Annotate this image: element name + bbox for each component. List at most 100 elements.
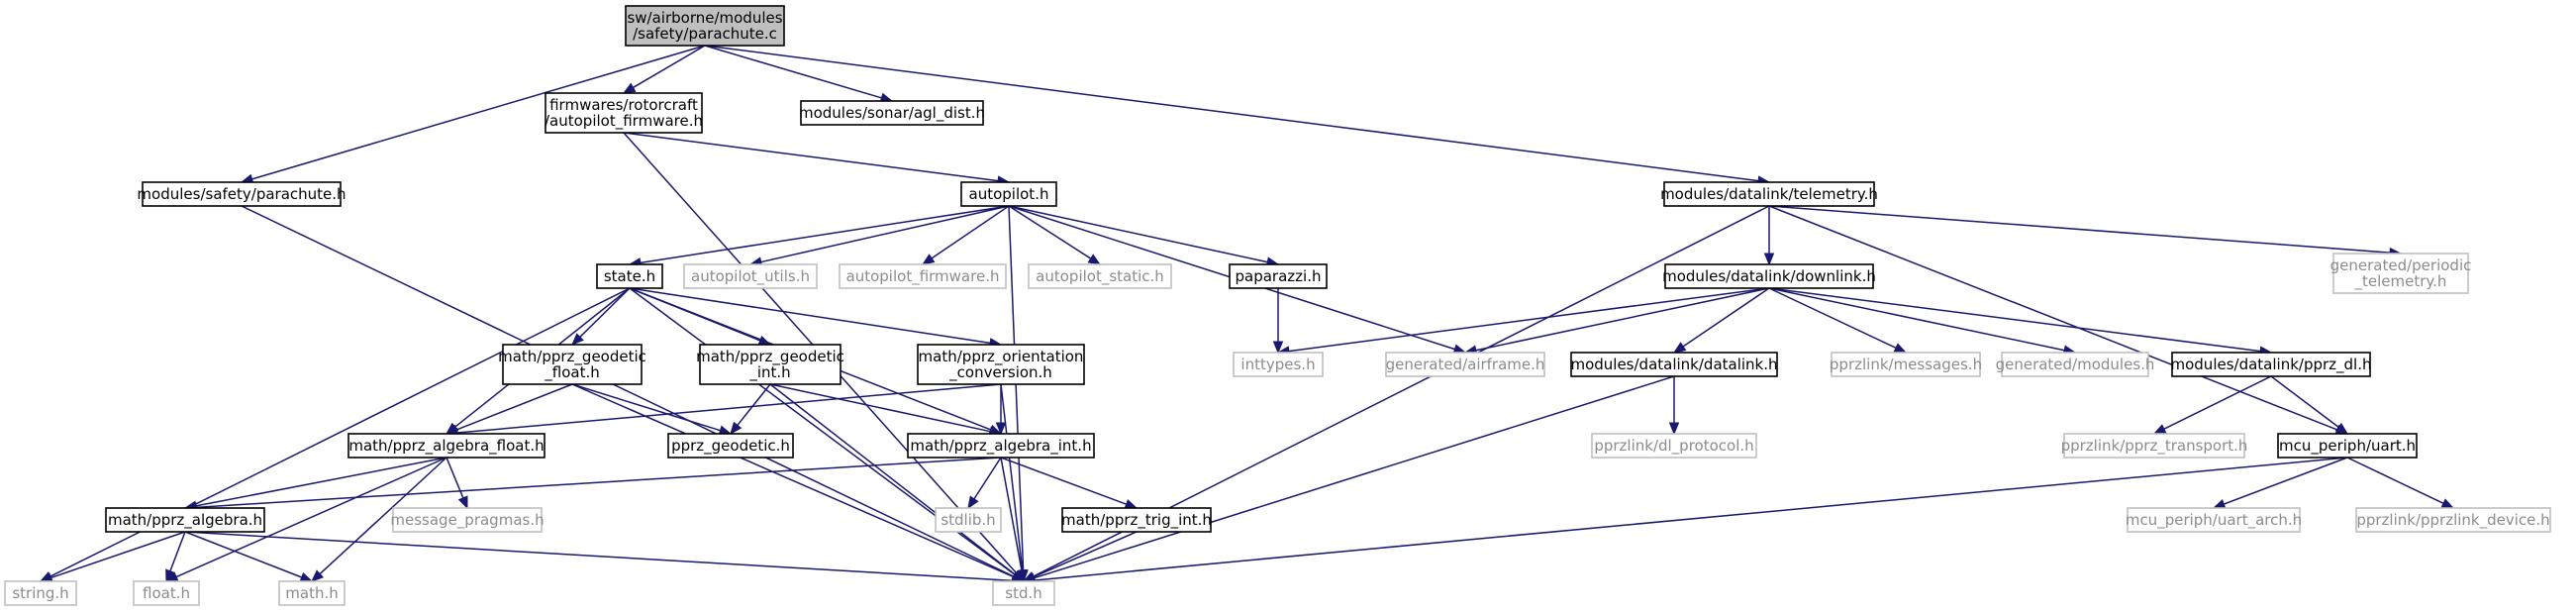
node-label-autopilot-firmware-h-line-1: /autopilot_firmware.h bbox=[545, 112, 703, 131]
node-label-messages-line-0: pprzlink/messages.h bbox=[1830, 356, 1982, 373]
node-agl-dist[interactable]: modules/sonar/agl_dist.h bbox=[799, 100, 985, 126]
node-state-h[interactable]: state.h bbox=[596, 263, 663, 289]
node-box-parachute-h bbox=[142, 181, 342, 207]
arrowhead-algebra-float-to-message-pragmas bbox=[457, 495, 468, 510]
edge-orientation-conv-to-algebra-float bbox=[456, 383, 1002, 434]
node-box-pprzlink-device bbox=[2355, 507, 2551, 533]
node-downlink-h[interactable]: modules/datalink/downlink.h bbox=[1662, 263, 1876, 289]
node-telemetry-h[interactable]: modules/datalink/telemetry.h bbox=[1660, 181, 1878, 207]
edge-geodetic-float-to-algebra-float bbox=[455, 383, 573, 431]
node-autopilot-h[interactable]: autopilot.h bbox=[960, 181, 1057, 207]
arrowhead-datalink-h-to-dl-protocol bbox=[1668, 422, 1680, 436]
node-box-autopilot-firmware-h bbox=[545, 92, 703, 134]
node-geodetic-int[interactable]: math/pprz_geodetic_int.h bbox=[696, 344, 844, 385]
node-datalink-h[interactable]: modules/datalink/datalink.h bbox=[1570, 352, 1778, 377]
arrowhead-pprz-dl-to-pprz-transport bbox=[2152, 424, 2167, 435]
edge-algebra-int-to-std-h bbox=[1000, 457, 1023, 571]
node-orientation-conv[interactable]: math/pprz_orientation_conversion.h bbox=[917, 344, 1085, 385]
edge-state-h-to-std-h bbox=[629, 287, 1016, 576]
node-box-geodetic-int bbox=[699, 344, 842, 385]
node-label-autopilot-static-line-0: autopilot_static.h bbox=[1036, 267, 1164, 286]
edge-algebra-float-to-message-pragmas bbox=[446, 457, 464, 499]
node-root[interactable]: sw/airborne/modules/safety/parachute.c bbox=[625, 5, 785, 47]
node-trig-int[interactable]: math/pprz_trig_int.h bbox=[1061, 507, 1212, 533]
arrowhead-pprz-algebra-to-math-h bbox=[299, 571, 314, 582]
edge-trig-int-to-std-h bbox=[1033, 531, 1138, 578]
node-box-geodetic-float bbox=[502, 344, 643, 385]
node-box-dl-protocol bbox=[1591, 433, 1757, 459]
node-box-inttypes bbox=[1233, 352, 1324, 377]
node-box-string-h bbox=[4, 580, 77, 606]
node-label-autopilot-firmware-g-line-0: autopilot_firmware.h bbox=[846, 267, 1000, 286]
node-box-uart-arch bbox=[2127, 507, 2301, 533]
arrowhead-paparazzi-h-to-inttypes bbox=[1272, 341, 1284, 355]
node-label-periodic-telemetry-line-1: _telemetry.h bbox=[2354, 272, 2447, 291]
edge-pprz-algebra-to-std-h bbox=[184, 531, 1014, 582]
arrowhead-state-h-to-geodetic-float bbox=[571, 333, 584, 346]
node-label-airframe-line-0: generated/airframe.h bbox=[1386, 356, 1545, 373]
node-box-agl-dist bbox=[800, 100, 984, 126]
node-geodetic-float[interactable]: math/pprz_geodetic_float.h bbox=[498, 344, 646, 385]
arrowhead-uart-h-to-pprzlink-device bbox=[2440, 498, 2455, 509]
node-parachute-h[interactable]: modules/safety/parachute.h bbox=[137, 181, 347, 207]
node-label-pprz-geodetic-line-0: pprz_geodetic.h bbox=[671, 437, 790, 456]
node-algebra-int[interactable]: math/pprz_algebra_int.h bbox=[907, 433, 1095, 459]
node-label-math-h-line-0: math.h bbox=[285, 584, 338, 602]
edge-root-to-autopilot-firmware-h bbox=[633, 45, 706, 89]
node-box-root bbox=[625, 5, 785, 47]
node-label-uart-h-line-0: mcu_periph/uart.h bbox=[2279, 437, 2416, 456]
node-uart-h[interactable]: mcu_periph/uart.h bbox=[2277, 433, 2418, 459]
arrowhead-downlink-h-to-messages bbox=[1893, 343, 1908, 354]
edge-algebra-float-to-float-h bbox=[175, 457, 447, 578]
node-pprz-algebra[interactable]: math/pprz_algebra.h bbox=[105, 507, 265, 533]
edge-autopilot-h-to-paparazzi-h bbox=[1008, 205, 1268, 263]
edge-downlink-h-to-messages bbox=[1768, 287, 1897, 349]
node-label-dl-protocol-line-0: pprzlink/dl_protocol.h bbox=[1594, 437, 1753, 456]
node-pprz-geodetic[interactable]: pprz_geodetic.h bbox=[667, 433, 794, 459]
edge-geodetic-int-to-algebra-int bbox=[769, 383, 991, 433]
arrowhead-autopilot-h-to-autopilot-static bbox=[1087, 254, 1102, 265]
node-label-std-h-line-0: std.h bbox=[1005, 584, 1042, 602]
node-label-parachute-h-line-0: modules/safety/parachute.h bbox=[137, 185, 346, 203]
node-label-pprz-dl-line-0: modules/datalink/pprz_dl.h bbox=[2171, 356, 2372, 374]
node-box-std-h bbox=[992, 580, 1055, 606]
node-label-geodetic-int-line-1: _int.h bbox=[748, 363, 790, 382]
arrowhead-root-to-autopilot-firmware-h bbox=[622, 82, 637, 94]
node-label-periodic-telemetry-line-0: generated/periodic bbox=[2330, 256, 2472, 274]
node-algebra-float[interactable]: math/pprz_algebra_float.h bbox=[347, 433, 545, 459]
node-pprz-dl[interactable]: modules/datalink/pprz_dl.h bbox=[2171, 352, 2372, 377]
edge-downlink-h-to-datalink-h bbox=[1682, 287, 1770, 348]
node-paparazzi-h[interactable]: paparazzi.h bbox=[1229, 263, 1328, 289]
edge-pprz-algebra-to-float-h bbox=[169, 531, 186, 571]
edge-geodetic-float-to-pprz-geodetic bbox=[571, 383, 721, 432]
node-stdlib: stdlib.h bbox=[935, 507, 1002, 533]
edge-autopilot-h-to-autopilot-utils bbox=[760, 205, 1010, 263]
node-label-geodetic-float-line-1: _float.h bbox=[544, 363, 599, 382]
node-label-datalink-h-line-0: modules/datalink/datalink.h bbox=[1570, 356, 1777, 373]
edge-downlink-h-to-inttypes bbox=[1288, 287, 1770, 353]
node-box-autopilot-static bbox=[1028, 263, 1172, 289]
edge-autopilot-h-to-autopilot-firmware-g bbox=[931, 205, 1010, 259]
node-box-datalink-h bbox=[1570, 352, 1778, 377]
node-label-algebra-float-line-0: math/pprz_algebra_float.h bbox=[348, 437, 544, 456]
node-label-uart-arch-line-0: mcu_periph/uart_arch.h bbox=[2126, 511, 2302, 530]
node-float-h: float.h bbox=[133, 580, 200, 606]
node-autopilot-utils: autopilot_utils.h bbox=[683, 263, 818, 289]
node-box-gen-modules bbox=[2001, 352, 2149, 377]
edge-geodetic-int-to-pprz-geodetic bbox=[737, 383, 771, 426]
node-label-autopilot-h-line-0: autopilot.h bbox=[969, 185, 1049, 203]
node-box-autopilot-h bbox=[960, 181, 1057, 207]
node-label-algebra-int-line-0: math/pprz_algebra_int.h bbox=[910, 437, 1091, 456]
node-box-pprz-geodetic bbox=[667, 433, 794, 459]
node-pprzlink-device: pprzlink/pprzlink_device.h bbox=[2355, 507, 2551, 533]
edge-pprz-algebra-to-string-h bbox=[50, 531, 186, 579]
edge-datalink-h-to-std-h bbox=[1034, 375, 1675, 579]
node-autopilot-firmware-h[interactable]: firmwares/rotorcraft/autopilot_firmware.… bbox=[545, 92, 703, 134]
edge-algebra-int-to-stdlib bbox=[973, 457, 1002, 500]
arrowhead-algebra-int-to-stdlib bbox=[967, 495, 979, 510]
edge-autopilot-h-to-state-h bbox=[640, 205, 1010, 264]
node-periodic-telemetry: generated/periodic_telemetry.h bbox=[2330, 253, 2472, 294]
edge-autopilot-h-to-autopilot-static bbox=[1008, 205, 1092, 259]
